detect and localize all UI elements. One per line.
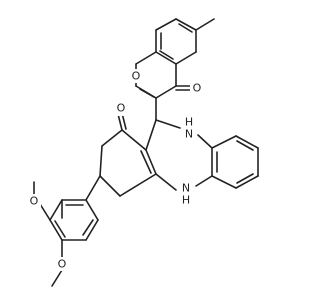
chromene-carbonyl-oxygen: O <box>193 82 202 95</box>
chromene-benzene-ring <box>155 18 197 65</box>
amine-n-bottom: N <box>182 182 190 195</box>
methoxy-2-bond-b <box>51 269 63 287</box>
dimethoxyphenyl-ring <box>49 199 99 241</box>
benzo-ring <box>211 135 259 189</box>
atom-labels: O O O H N N H O O <box>27 69 204 271</box>
methoxy-oxygen-1: O <box>30 195 39 208</box>
methoxy-1-bond-b <box>39 203 51 221</box>
aryl-link-bond <box>85 175 101 201</box>
molecule-diagram: O O O H N N H O O <box>27 18 259 287</box>
chromene-pyranone-ring <box>135 51 177 99</box>
amine-n-top: N <box>185 128 193 141</box>
amine-h-top: H <box>185 116 193 129</box>
ketone-bond-a <box>117 113 123 131</box>
amine-h-bottom: H <box>182 194 190 207</box>
cyclohexenone-ring <box>99 129 157 197</box>
structure-canvas: O O O H N N H O O <box>27 18 259 287</box>
chromene-ring-oxygen: O <box>132 70 141 83</box>
methyl-bond <box>195 18 215 31</box>
methoxy-oxygen-2: O <box>58 258 67 271</box>
ketone-oxygen: O <box>117 102 126 115</box>
diazepine-ring <box>140 119 213 191</box>
